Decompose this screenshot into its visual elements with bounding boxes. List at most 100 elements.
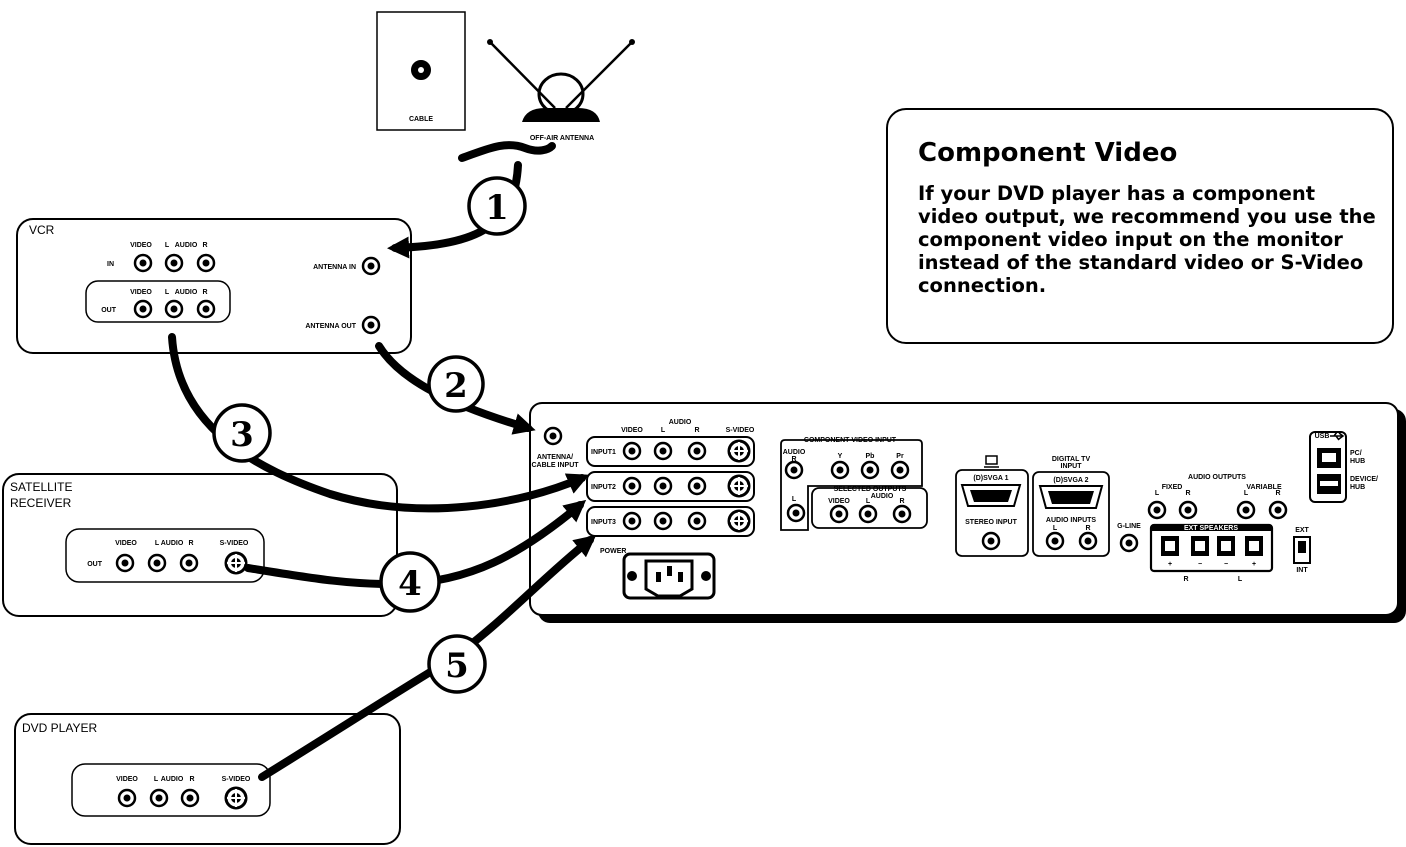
usb-icon xyxy=(1330,431,1345,441)
component-pr-jack xyxy=(890,460,910,480)
svg-text:1: 1 xyxy=(485,188,509,228)
ext-speakers: EXT SPEAKERS + − − + R L xyxy=(1149,523,1274,583)
svg-text:VIDEO: VIDEO xyxy=(621,427,643,434)
cable-label: CABLE xyxy=(409,116,433,123)
svg-text:PC/: PC/ xyxy=(1350,450,1362,457)
svg-text:VARIABLE: VARIABLE xyxy=(1246,484,1282,491)
dsvga2-group: DIGITAL TV INPUT (D)SVGA 2 AUDIO INPUTS … xyxy=(1032,456,1110,557)
svg-text:AUDIO OUTPUTS: AUDIO OUTPUTS xyxy=(1188,474,1246,481)
vcr-out-video-jack xyxy=(133,299,153,319)
vcr-out-audio-r-jack xyxy=(196,299,216,319)
svg-text:L: L xyxy=(661,427,666,434)
svg-text:R: R xyxy=(202,289,207,296)
fixed-r-jack xyxy=(1178,500,1198,520)
vcr-title: VCR xyxy=(29,223,55,237)
svg-text:L: L xyxy=(1238,576,1243,583)
ext-int-switch: EXT INT xyxy=(1293,527,1311,574)
svg-text:POWER: POWER xyxy=(600,548,626,555)
svg-text:R: R xyxy=(188,540,193,547)
svg-text:USB: USB xyxy=(1315,433,1330,440)
input2-video-jack xyxy=(622,476,642,496)
svg-text:−: − xyxy=(1224,561,1228,568)
svg-text:INPUT1: INPUT1 xyxy=(591,449,616,456)
input2-row: INPUT2 xyxy=(586,471,755,502)
svg-text:L: L xyxy=(1053,525,1058,532)
svg-text:VIDEO: VIDEO xyxy=(130,242,152,249)
antenna-label: OFF-AIR ANTENNA xyxy=(530,135,594,142)
svg-text:VIDEO: VIDEO xyxy=(828,498,850,505)
input2-audio-r-jack xyxy=(687,476,707,496)
sat-video-jack xyxy=(115,553,135,573)
cable-wall-plate: CABLE xyxy=(376,11,466,131)
audio-outputs: AUDIO OUTPUTS FIXED VARIABLE L R L R xyxy=(1147,474,1288,520)
dsvga1-group: (D)SVGA 1 STEREO INPUT xyxy=(955,455,1029,557)
svg-text:COMPONENT VIDEO INPUT: COMPONENT VIDEO INPUT xyxy=(804,437,897,444)
svg-text:S-VIDEO: S-VIDEO xyxy=(220,540,249,547)
selected-video-jack xyxy=(829,504,849,524)
svg-text:INPUT3: INPUT3 xyxy=(591,519,616,526)
cable-3 xyxy=(168,333,590,513)
vcr-antenna-out-jack xyxy=(361,315,381,335)
svg-text:CABLE INPUT: CABLE INPUT xyxy=(531,462,579,469)
variable-l-jack xyxy=(1236,500,1256,520)
input3-audio-l-jack xyxy=(653,511,673,531)
svg-text:OUT: OUT xyxy=(101,307,117,314)
input1-svideo-jack xyxy=(727,439,751,463)
component-y-jack xyxy=(830,460,850,480)
audio-input-r-jack xyxy=(1078,531,1098,551)
svg-text:HUB: HUB xyxy=(1350,458,1365,465)
svg-text:+: + xyxy=(1252,561,1256,568)
svg-text:R: R xyxy=(1085,525,1090,532)
svg-text:+: + xyxy=(1168,561,1172,568)
satellite-title-1: SATELLITE xyxy=(10,480,72,494)
svg-text:L: L xyxy=(165,289,170,296)
svg-text:ANTENNA IN: ANTENNA IN xyxy=(313,264,356,271)
svg-text:−: − xyxy=(1198,561,1202,568)
stereo-input-jack xyxy=(981,531,1001,551)
svg-text:L: L xyxy=(866,498,871,505)
component-video-input: COMPONENT VIDEO INPUT AUDIO R L Y Pb Pr xyxy=(780,437,923,531)
input3-video-jack xyxy=(622,511,642,531)
input3-audio-r-jack xyxy=(687,511,707,531)
svg-text:AUDIO: AUDIO xyxy=(175,289,198,296)
svg-text:AUDIO: AUDIO xyxy=(871,493,894,500)
svg-text:DEVICE/: DEVICE/ xyxy=(1350,476,1378,483)
svg-text:IN: IN xyxy=(107,261,114,268)
svg-text:VIDEO: VIDEO xyxy=(130,289,152,296)
svg-text:VIDEO: VIDEO xyxy=(115,540,137,547)
component-video-note: Component Video If your DVD player has a… xyxy=(886,108,1394,344)
svg-text:R: R xyxy=(189,776,194,783)
dvd-audio-l-jack xyxy=(149,788,169,808)
g-line-jack xyxy=(1119,533,1139,553)
monitor-back-panel: ANTENNA/ CABLE INPUT AUDIO VIDEO L R S-V… xyxy=(529,402,1406,623)
svg-text:R: R xyxy=(791,456,796,463)
step-3: 3 xyxy=(212,403,272,463)
svg-text:L: L xyxy=(1244,490,1249,497)
svg-text:Y: Y xyxy=(838,453,843,460)
svg-text:R: R xyxy=(1275,490,1280,497)
step-4: 4 xyxy=(379,551,441,613)
vcr-antenna-in-jack xyxy=(361,256,381,276)
fixed-l-jack xyxy=(1147,500,1167,520)
svg-text:DIGITAL TV: DIGITAL TV xyxy=(1052,456,1091,463)
svg-text:VIDEO: VIDEO xyxy=(116,776,138,783)
svg-text:4: 4 xyxy=(398,564,422,604)
svg-text:ANTENNA/: ANTENNA/ xyxy=(537,454,573,461)
selected-outputs: SELECTED OUTPUTS AUDIO VIDEO L R xyxy=(811,486,928,529)
input1-video-jack xyxy=(622,441,642,461)
satellite-title-2: RECEIVER xyxy=(10,496,72,510)
svg-text:FIXED: FIXED xyxy=(1162,484,1183,491)
dvd-svideo-jack xyxy=(224,786,248,810)
svg-text:ANTENNA OUT: ANTENNA OUT xyxy=(305,323,356,330)
svg-text:2: 2 xyxy=(444,366,468,406)
component-pb-jack xyxy=(860,460,880,480)
svg-text:Pb: Pb xyxy=(866,453,875,460)
step-5: 5 xyxy=(427,634,487,694)
dvd-title: DVD PLAYER xyxy=(22,721,97,735)
svg-text:Pr: Pr xyxy=(896,453,904,460)
dvd-audio-r-jack xyxy=(180,788,200,808)
audio-input-l-jack xyxy=(1045,531,1065,551)
vcr-in-audio-r-jack xyxy=(196,253,216,273)
svg-text:R: R xyxy=(694,427,699,434)
vcr-device: VCR VIDEO L AUDIO R IN VIDEO L AUDIO R O… xyxy=(16,218,412,354)
